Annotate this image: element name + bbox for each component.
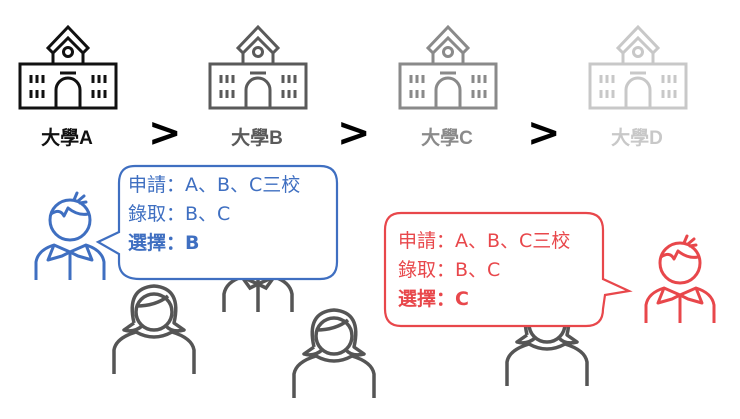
right-bubble-text: 申請：A、B、C三校 錄取：B、C 選擇：C (398, 227, 570, 314)
university-d-label: 大學D (611, 128, 663, 149)
person-boy-red-icon (644, 234, 716, 325)
school-icon (588, 25, 688, 110)
arrow-a-b: > (148, 110, 182, 156)
left-chosen: 選擇：B (128, 232, 200, 254)
left-applied: 申請：A、B、C三校 (128, 174, 301, 196)
school-icon (398, 25, 498, 110)
university-a-label: 大學A (41, 128, 93, 149)
person-girl-icon (292, 308, 376, 400)
right-speech-bubble (383, 211, 633, 328)
school-icon (208, 25, 308, 110)
right-admitted: 錄取：B、C (398, 259, 501, 281)
right-applied: 申請：A、B、C三校 (398, 230, 571, 252)
arrow-b-c: > (337, 110, 371, 156)
university-c-label: 大學C (421, 128, 473, 149)
right-chosen: 選擇：C (398, 288, 469, 310)
person-boy-gray-icon (222, 275, 294, 312)
left-admitted: 錄取：B、C (128, 203, 231, 225)
university-b-label: 大學B (231, 128, 283, 149)
school-icon (18, 25, 118, 110)
arrow-c-d: > (527, 110, 561, 156)
left-bubble-text: 申請：A、B、C三校 錄取：B、C 選擇：B (128, 171, 300, 258)
person-girl-icon (112, 284, 196, 376)
left-speech-bubble (95, 164, 339, 281)
